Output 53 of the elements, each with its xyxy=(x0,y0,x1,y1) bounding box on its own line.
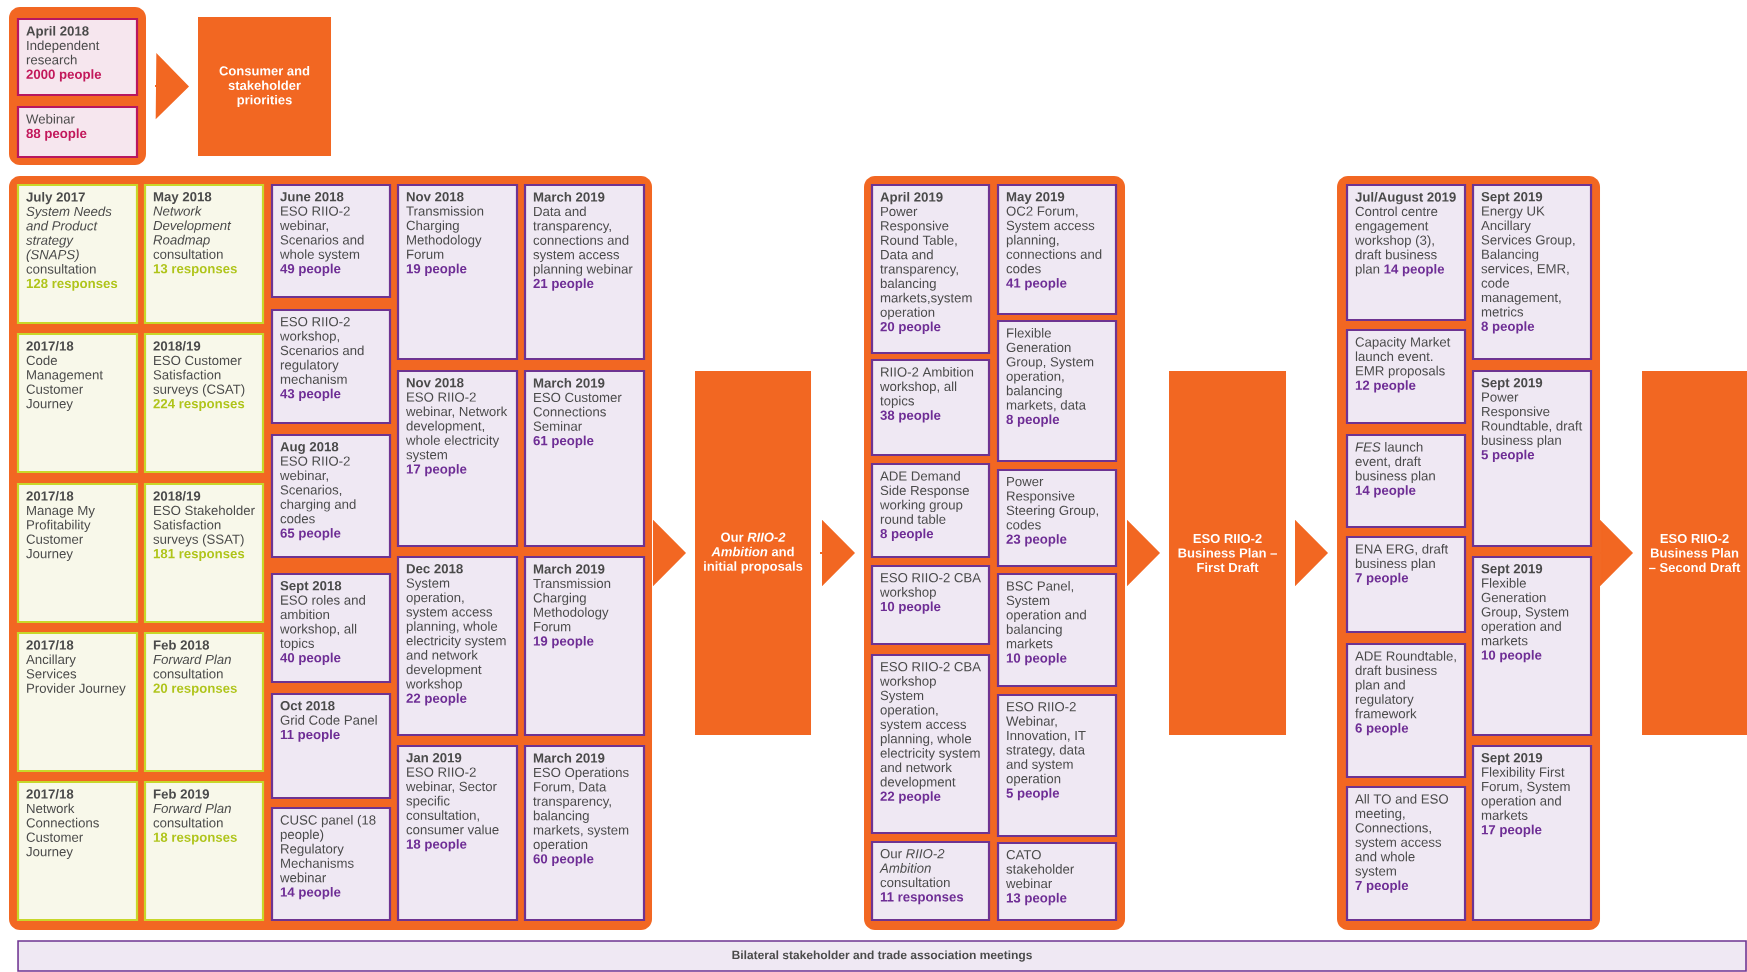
event-box: Power Responsive Steering Group, codes 23 people xyxy=(996,468,1118,568)
event-box: ENA ERG, draft business plan 7 people xyxy=(1345,535,1467,634)
event-box: April 2018 Independent research 2000 people xyxy=(16,17,139,97)
event-box: CUSC panel (18 people) Regulatory Mechanisms webinar 14 people xyxy=(270,806,392,922)
event-box: 2017/18 Manage My Profitability Customer Journey xyxy=(16,482,139,624)
event-box: CATO stakeholder webinar 13 people xyxy=(996,841,1118,922)
event-box: Sept 2019 Energy UK Ancillary Services Group, Balancing services, EMR, code management, metrics 8 people xyxy=(1471,183,1593,361)
event-box: Feb 2018 Forward Plan consultation 20 responses xyxy=(143,631,265,773)
event-box: All TO and ESO meeting, Connections, system access and whole system 7 people xyxy=(1345,785,1467,922)
event-box: Dec 2018 System operation, system access planning, whole electricity system and network development workshop 22 people xyxy=(396,555,519,737)
event-box: RIIO-2 Ambition workshop, all topics 38 people xyxy=(870,358,991,457)
event-box: Webinar 88 people xyxy=(16,105,139,159)
milestone-box: Our RIIO-2 Ambition and initial proposals xyxy=(695,371,811,735)
event-box: June 2018 ESO RIIO-2 webinar, Scenarios and whole system 49 people xyxy=(270,183,392,299)
event-box: 2017/18 Ancillary Services Provider Journey xyxy=(16,631,139,773)
event-box: May 2018 Network Development Roadmap consultation 13 responses xyxy=(143,183,265,325)
event-box: March 2019 Transmission Charging Methodology Forum 19 people xyxy=(523,555,646,737)
event-box: Our RIIO-2 Ambition consultation 11 responses xyxy=(870,840,991,922)
event-box: Capacity Market launch event. EMR proposals 12 people xyxy=(1345,328,1467,425)
event-box: ESO RIIO-2 CBA workshop System operation, system access planning, whole electricity system and network development 22 people xyxy=(870,653,991,835)
event-box: 2018/19 ESO Customer Satisfaction surveys (CSAT) 224 responses xyxy=(143,332,265,474)
event-box: Nov 2018 ESO RIIO-2 webinar, Network development, whole electricity system 17 people xyxy=(396,369,519,548)
event-box: Feb 2019 Forward Plan consultation 18 responses xyxy=(143,780,265,922)
event-box: Nov 2018 Transmission Charging Methodology Forum 19 people xyxy=(396,183,519,361)
event-box: March 2019 ESO Customer Connections Seminar 61 people xyxy=(523,369,646,548)
event-box: Oct 2018 Grid Code Panel 11 people xyxy=(270,692,392,800)
event-box: Sept 2019 Power Responsive Roundtable, draft business plan 5 people xyxy=(1471,369,1593,548)
event-box: Sept 2019 Flexibility First Forum, System operation and markets 17 people xyxy=(1471,744,1593,922)
event-box: March 2019 ESO Operations Forum, Data transparency, balancing markets, system operation 60 people xyxy=(523,744,646,922)
event-box: March 2019 Data and transparency, connections and system access planning webinar 21 people xyxy=(523,183,646,361)
event-box: ADE Demand Side Response working group round table 8 people xyxy=(870,462,991,559)
event-box: May 2019 OC2 Forum, System access planning, connections and codes 41 people xyxy=(996,183,1118,316)
milestone-box: ESO RIIO-2 Business Plan – Second Draft xyxy=(1642,371,1747,735)
event-box: ESO RIIO-2 Webinar, Innovation, IT strategy, data and system operation 5 people xyxy=(996,693,1118,838)
meetings-band: Bilateral stakeholder and trade association meetings xyxy=(17,940,1747,972)
event-box: Sept 2018 ESO roles and ambition workshop, all topics 40 people xyxy=(270,572,392,684)
event-box: FES launch event, draft business plan 14 people xyxy=(1345,433,1467,529)
event-box: Jan 2019 ESO RIIO-2 webinar, Sector specific consultation, consumer value 18 people xyxy=(396,744,519,922)
event-box: 2018/19 ESO Stakeholder Satisfaction surveys (SSAT) 181 responses xyxy=(143,482,265,624)
event-box: ESO RIIO-2 workshop, Scenarios and regulatory mechanism 43 people xyxy=(270,308,392,425)
event-box: Sept 2019 Flexible Generation Group, System operation and markets 10 people xyxy=(1471,555,1593,737)
event-box: 2017/18 Network Connections Customer Journey xyxy=(16,780,139,922)
event-box: BSC Panel, System operation and balancing markets 10 people xyxy=(996,572,1118,688)
event-box: Jul/August 2019 Control centre engagement workshop (3), draft business plan 14 people xyxy=(1345,183,1467,322)
event-box: April 2019 Power Responsive Round Table, Data and transparency, balancing markets,system operation 20 people xyxy=(870,183,991,355)
milestone-box: Consumer and stakeholder priorities xyxy=(198,17,331,156)
event-box: ADE Roundtable, draft business plan and regulatory framework 6 people xyxy=(1345,642,1467,779)
event-box: ESO RIIO-2 CBA workshop 10 people xyxy=(870,564,991,646)
milestone-box: ESO RIIO-2 Business Plan – First Draft xyxy=(1169,371,1286,735)
event-box: 2017/18 Code Management Customer Journey xyxy=(16,332,139,474)
event-box: Flexible Generation Group, System operation, balancing markets, data 8 people xyxy=(996,319,1118,463)
event-box: July 2017 System Needs and Product strategy (SNAPS) consultation 128 responses xyxy=(16,183,139,325)
event-box: Aug 2018 ESO RIIO-2 webinar, Scenarios, charging and codes 65 people xyxy=(270,433,392,559)
